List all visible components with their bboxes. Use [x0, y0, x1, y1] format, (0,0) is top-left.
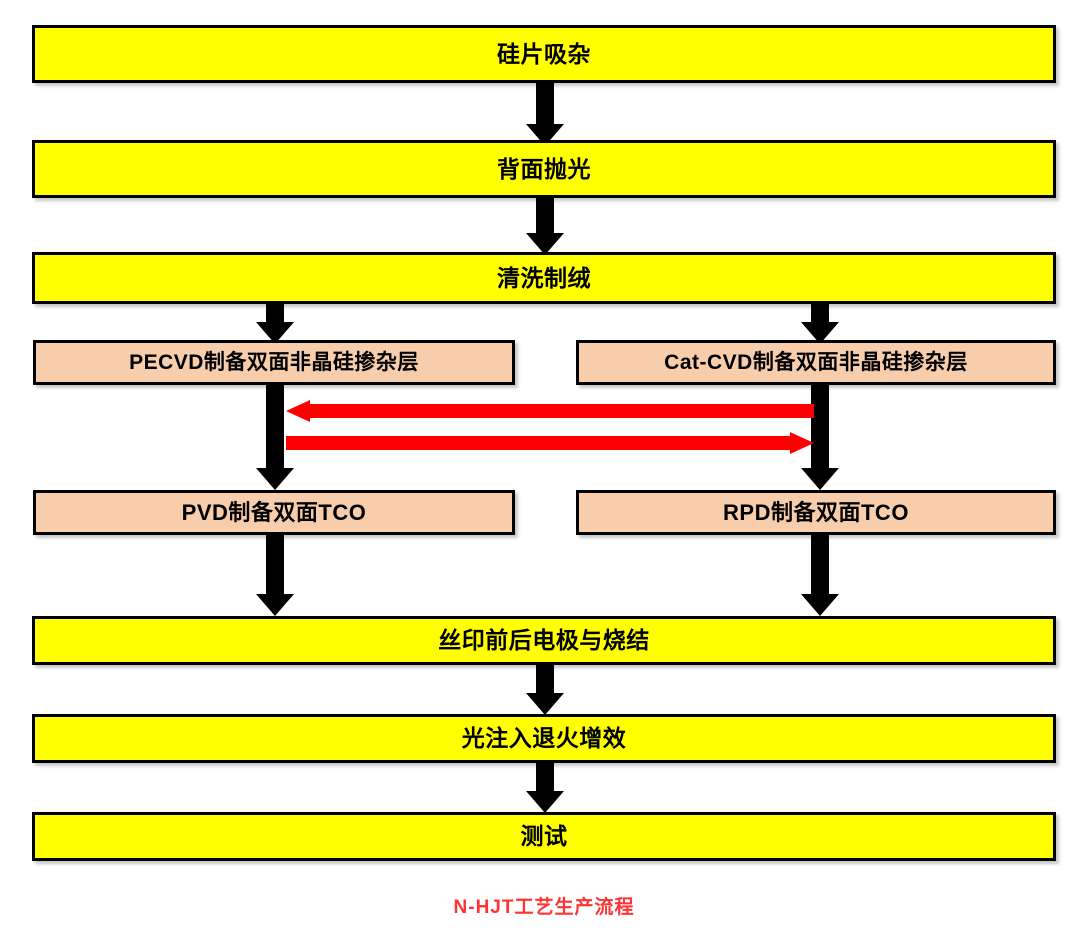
arrow-head [790, 432, 814, 454]
arrow-head [526, 693, 564, 715]
process-node-cleaning-texturing[interactable]: 清洗制绒 [32, 252, 1056, 304]
arrow-shaft [536, 665, 554, 696]
flow-arrow-n8-n9 [526, 665, 564, 715]
arrow-head [256, 322, 294, 344]
arrow-head [801, 468, 839, 490]
flow-arrow-n9-n10 [526, 763, 564, 813]
process-node-pvd-tco[interactable]: PVD制备双面TCO [33, 490, 515, 535]
node-label: 测试 [520, 823, 568, 849]
arrow-shaft [536, 83, 554, 127]
process-node-pecvd-amorphous-silicon[interactable]: PECVD制备双面非晶硅掺杂层 [33, 340, 515, 385]
flow-arrow-n3-n4 [256, 304, 294, 344]
node-label: 丝印前后电极与烧结 [438, 627, 650, 653]
exchange-arrow-left-to-right [286, 432, 814, 454]
process-node-rpd-tco[interactable]: RPD制备双面TCO [576, 490, 1056, 535]
diagram-caption: N-HJT工艺生产流程 [453, 897, 635, 918]
arrow-shaft [266, 304, 284, 326]
flow-arrow-n5-n7 [801, 455, 839, 490]
arrow-shaft [266, 455, 284, 471]
node-label: PVD制备双面TCO [181, 499, 367, 525]
process-node-silicon-gettering[interactable]: 硅片吸杂 [32, 25, 1056, 83]
arrow-shaft [811, 535, 829, 597]
exchange-arrow-right-to-left [286, 400, 814, 422]
flow-connector-n5-n7 [811, 385, 829, 470]
arrow-head [256, 468, 294, 490]
arrow-shaft [811, 455, 829, 471]
arrow-shaft [286, 436, 792, 450]
flow-arrow-n6-n8 [256, 535, 294, 616]
process-node-testing[interactable]: 测试 [32, 812, 1056, 861]
arrow-shaft [811, 304, 829, 326]
node-label: Cat-CVD制备双面非晶硅掺杂层 [664, 351, 968, 374]
flow-arrow-n3-n5 [801, 304, 839, 344]
process-node-screen-print-firing[interactable]: 丝印前后电极与烧结 [32, 616, 1056, 665]
flow-arrow-n1-n2 [526, 83, 564, 146]
node-label: 背面抛光 [497, 155, 591, 182]
arrow-head [526, 791, 564, 813]
process-node-light-injection-anneal[interactable]: 光注入退火增效 [32, 714, 1056, 763]
node-label: PECVD制备双面非晶硅掺杂层 [129, 351, 419, 374]
flow-arrow-n4-n6 [256, 455, 294, 490]
arrow-shaft [266, 535, 284, 597]
process-node-back-polishing[interactable]: 背面抛光 [32, 140, 1056, 198]
arrow-head [256, 594, 294, 616]
flow-arrow-n2-n3 [526, 198, 564, 255]
node-label: RPD制备双面TCO [723, 499, 909, 525]
arrow-shaft [536, 198, 554, 236]
flow-connector-n4-n6 [266, 385, 284, 470]
node-label: 光注入退火增效 [461, 725, 627, 751]
node-label: 清洗制绒 [497, 264, 591, 291]
arrow-shaft [308, 404, 814, 418]
process-node-catcvd-amorphous-silicon[interactable]: Cat-CVD制备双面非晶硅掺杂层 [576, 340, 1056, 385]
arrow-shaft [536, 763, 554, 794]
arrow-head [801, 594, 839, 616]
arrow-head [801, 322, 839, 344]
arrow-head [526, 233, 564, 255]
arrow-head [286, 400, 310, 422]
flow-arrow-n7-n8 [801, 535, 839, 616]
node-label: 硅片吸杂 [497, 40, 591, 67]
